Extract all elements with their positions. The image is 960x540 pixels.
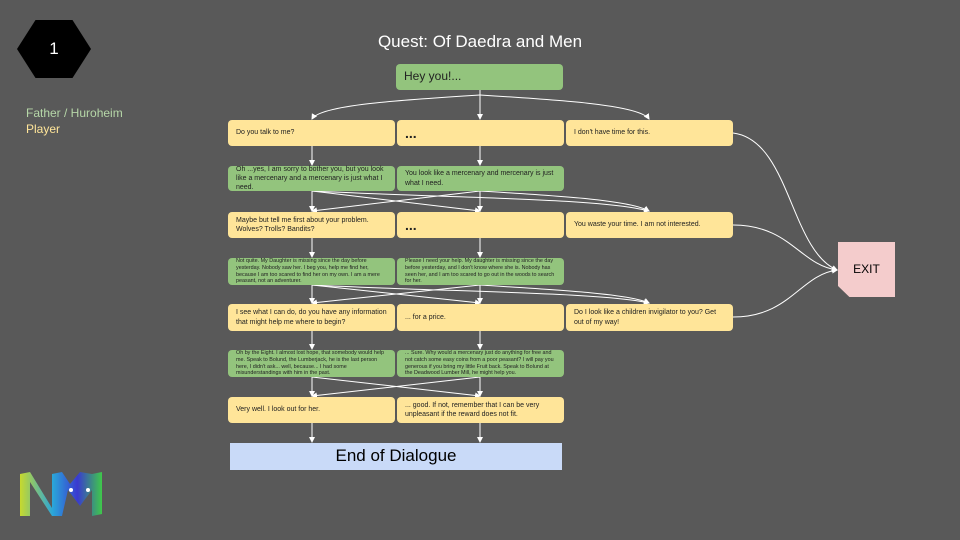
quest-title: Quest: Of Daedra and Men	[377, 32, 583, 51]
player-option: I see what I can do, do you have any inf…	[228, 304, 395, 331]
player-legend: Player	[26, 122, 61, 136]
start-node: Hey you!...	[396, 64, 563, 90]
player-option: Maybe but tell me first about your probl…	[228, 212, 395, 238]
npc-line: Oh by the Eight. I almost lost hope, tha…	[228, 350, 395, 377]
exit-node: EXIT	[838, 242, 895, 297]
player-option: ... good. If not, remember that I can be…	[397, 397, 564, 423]
player-option: ...	[397, 120, 564, 146]
npc-line: Not quite. My Daughter is missing since …	[228, 258, 395, 285]
player-option: Very well. I look out for her.	[228, 397, 395, 423]
end-of-dialogue: End of Dialogue	[230, 443, 562, 470]
npc-line: ... Sure. Why would a mercenary just do …	[397, 350, 564, 377]
player-option: ...	[397, 212, 564, 238]
player-option: Do I look like a children invigilator to…	[566, 304, 733, 331]
player-option: I don't have time for this.	[566, 120, 733, 146]
player-option: Do you talk to me?	[228, 120, 395, 146]
npc-line: Oh ...yes, I am sorry to bother you, but…	[228, 166, 395, 191]
studio-logo	[18, 470, 104, 520]
player-option: ... for a price.	[397, 304, 564, 331]
npc-line: Please I need your help. My daughter is …	[397, 258, 564, 285]
player-option: You waste your time. I am not interested…	[566, 212, 733, 238]
npc-line: You look like a mercenary and mercenary …	[397, 166, 564, 191]
npc-legend: Father / Huroheim	[26, 106, 123, 120]
